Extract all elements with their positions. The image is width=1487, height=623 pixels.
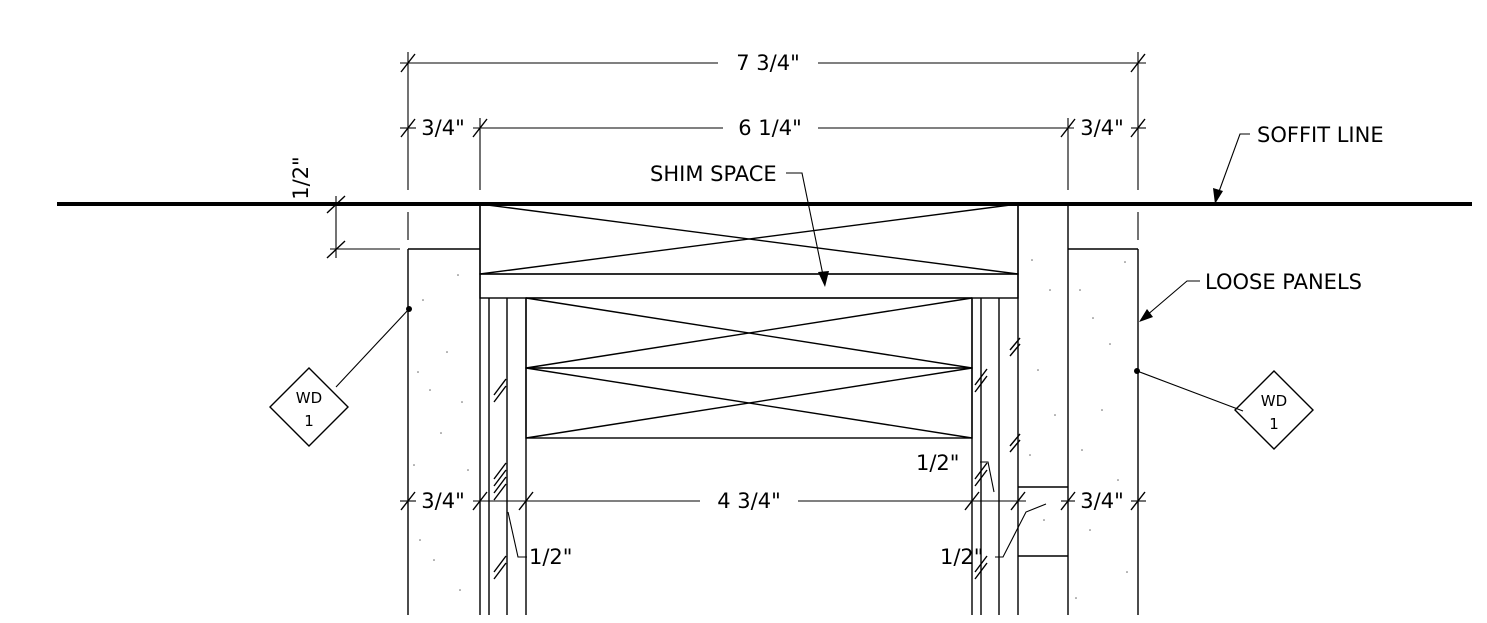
dim-left-stud-gap-text: 1/2" <box>529 545 572 569</box>
soffit-line-label: SOFFIT LINE <box>1257 123 1384 147</box>
dim-right-stud-gap-upper-text: 1/2" <box>916 451 959 475</box>
panel-stipple <box>413 259 1128 599</box>
right-loose-panel <box>1067 204 1139 615</box>
left-loose-panel <box>407 204 481 615</box>
extension-lines <box>407 52 1139 240</box>
shim-space-label: SHIM SPACE <box>650 162 777 186</box>
right-wd-tag-code: WD <box>1261 392 1287 410</box>
callout-loose-panels: LOOSE PANELS <box>1139 270 1362 322</box>
dim-soffit-offset: 1/2" <box>289 156 400 259</box>
right-wd-tag: WD 1 <box>1134 368 1314 450</box>
dim-left-stud-gap: 1/2" <box>507 511 572 569</box>
loose-panels-label: LOOSE PANELS <box>1205 270 1362 294</box>
dim-left-panel-bottom-text: 3/4" <box>421 489 464 513</box>
dim-right-stud-gap-lower-text: 1/2" <box>940 545 983 569</box>
dim-soffit-offset-text: 1/2" <box>289 156 313 199</box>
left-wd-tag-code: WD <box>296 389 322 407</box>
dim-overall-text: 7 3/4" <box>736 51 800 75</box>
left-studs <box>488 298 527 615</box>
stud-hatching <box>493 337 1021 580</box>
callout-soffit-line: SOFFIT LINE <box>1213 123 1384 204</box>
top-blocking <box>479 203 1019 275</box>
dim-right-stud-gaps: 1/2" 1/2" <box>916 451 1047 569</box>
dim-lower-clear-width-text: 4 3/4" <box>717 489 781 513</box>
callout-shim-space: SHIM SPACE <box>650 162 829 287</box>
shim-space-strip <box>479 273 1019 299</box>
right-studs <box>971 204 1068 615</box>
dim-inner-width-text: 6 1/4" <box>738 116 802 140</box>
dim-left-panel-top-text: 3/4" <box>421 116 464 140</box>
left-wd-tag: WD 1 <box>269 306 412 447</box>
right-wd-tag-number: 1 <box>1269 415 1279 433</box>
dim-top-row: 3/4" 6 1/4" 3/4" <box>400 116 1146 140</box>
dim-right-panel-top-text: 3/4" <box>1080 116 1123 140</box>
left-wd-tag-number: 1 <box>304 412 314 430</box>
middle-blocking <box>525 297 973 439</box>
dim-bottom-row: 3/4" 4 3/4" 3/4" <box>400 489 1146 513</box>
dim-overall: 7 3/4" <box>400 51 1146 75</box>
dim-right-panel-bottom-text: 3/4" <box>1080 489 1123 513</box>
